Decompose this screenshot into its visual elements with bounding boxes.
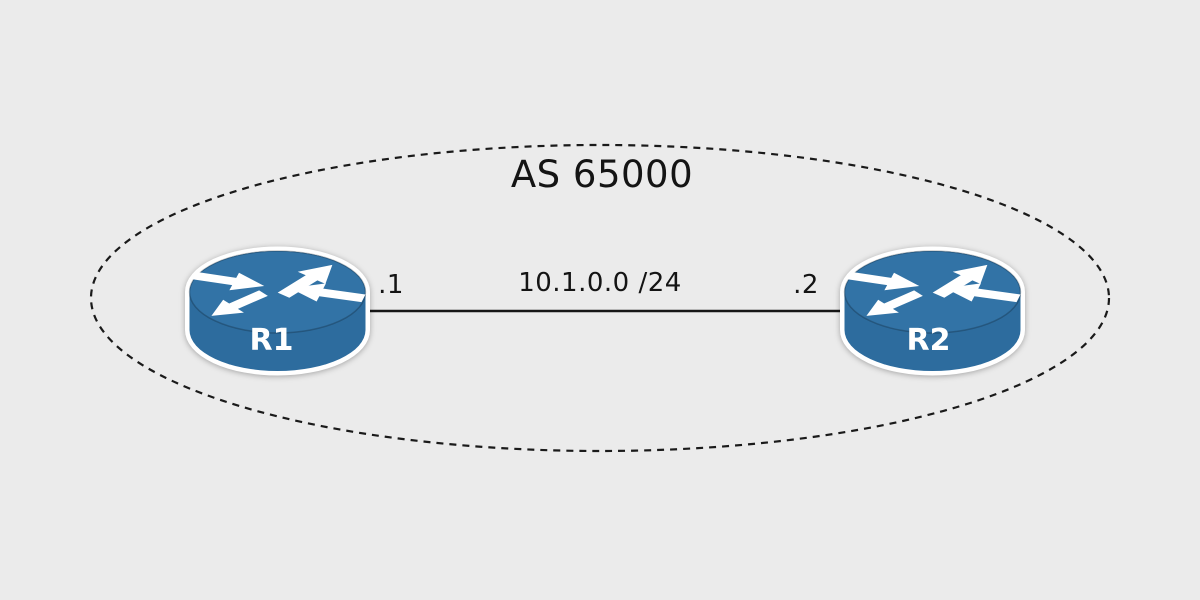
link-network-label: 10.1.0.0 /24 bbox=[518, 268, 682, 298]
router-icon-r1[interactable]: R1 bbox=[185, 246, 370, 376]
router-label-r2: R2 bbox=[907, 323, 951, 358]
link-interface-right-label: .2 bbox=[793, 270, 819, 300]
as-title: AS 65000 bbox=[510, 153, 694, 196]
link-interface-left-label: .1 bbox=[378, 270, 404, 300]
router-label-r1: R1 bbox=[250, 323, 294, 358]
as-boundary-ellipse bbox=[89, 143, 1111, 453]
router-icon-r2[interactable]: R2 bbox=[840, 246, 1025, 376]
